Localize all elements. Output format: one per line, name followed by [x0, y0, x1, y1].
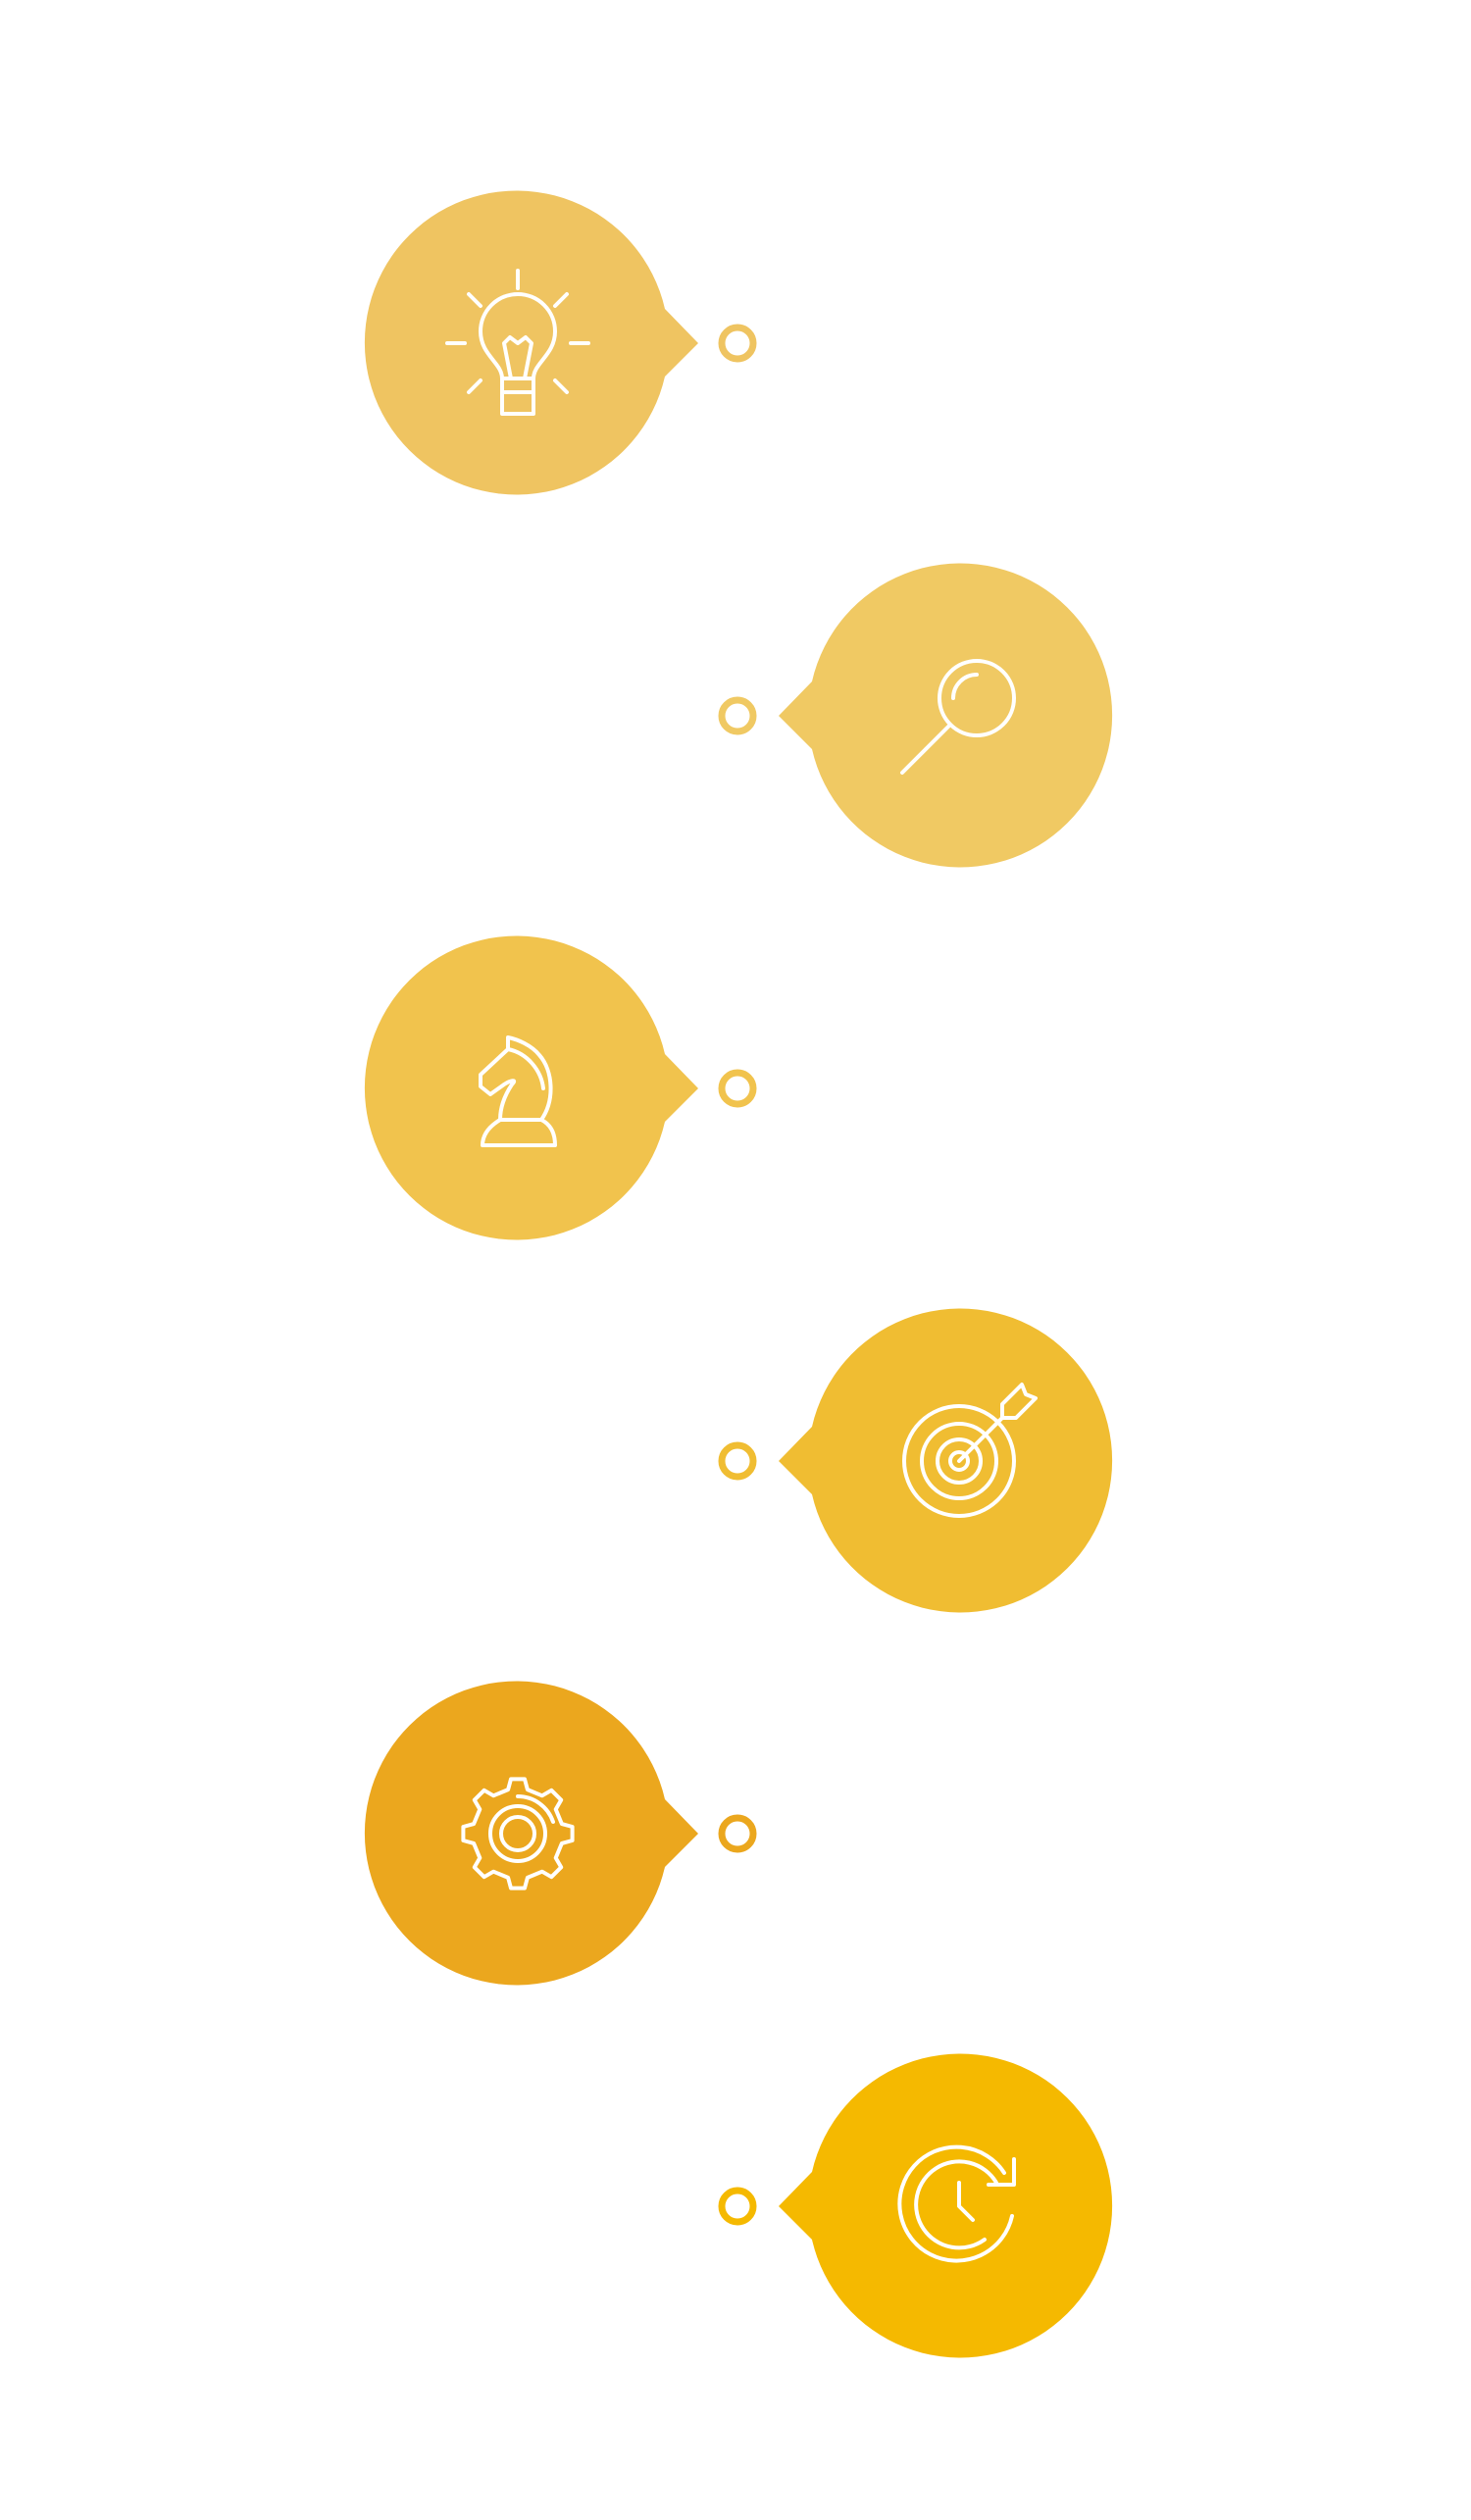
- step-3-connector-dot: [718, 1069, 757, 1108]
- step-4: [718, 1308, 1113, 1613]
- step-3: [364, 935, 757, 1240]
- lightbulb-icon: [445, 269, 590, 416]
- step-5-bubble: [364, 1681, 698, 1986]
- magnifier-icon: [900, 659, 1016, 775]
- step-4-bubble: [779, 1308, 1113, 1613]
- step-5-connector-dot: [718, 1814, 757, 1853]
- chess-knight-icon: [479, 1035, 557, 1147]
- step-1-connector-dot: [718, 324, 757, 363]
- step-6-connector-dot: [718, 2187, 757, 2226]
- clock-refresh-icon: [897, 2144, 1016, 2263]
- step-2: [718, 563, 1113, 868]
- step-3-bubble: [364, 935, 698, 1240]
- gear-icon: [461, 1777, 575, 1890]
- target-arrow-icon: [902, 1383, 1038, 1518]
- step-2-connector-dot: [718, 696, 757, 735]
- step-6: [718, 2053, 1113, 2358]
- step-4-connector-dot: [718, 1441, 757, 1481]
- step-6-bubble: [779, 2053, 1113, 2358]
- step-1: [364, 190, 757, 495]
- step-5: [364, 1681, 757, 1986]
